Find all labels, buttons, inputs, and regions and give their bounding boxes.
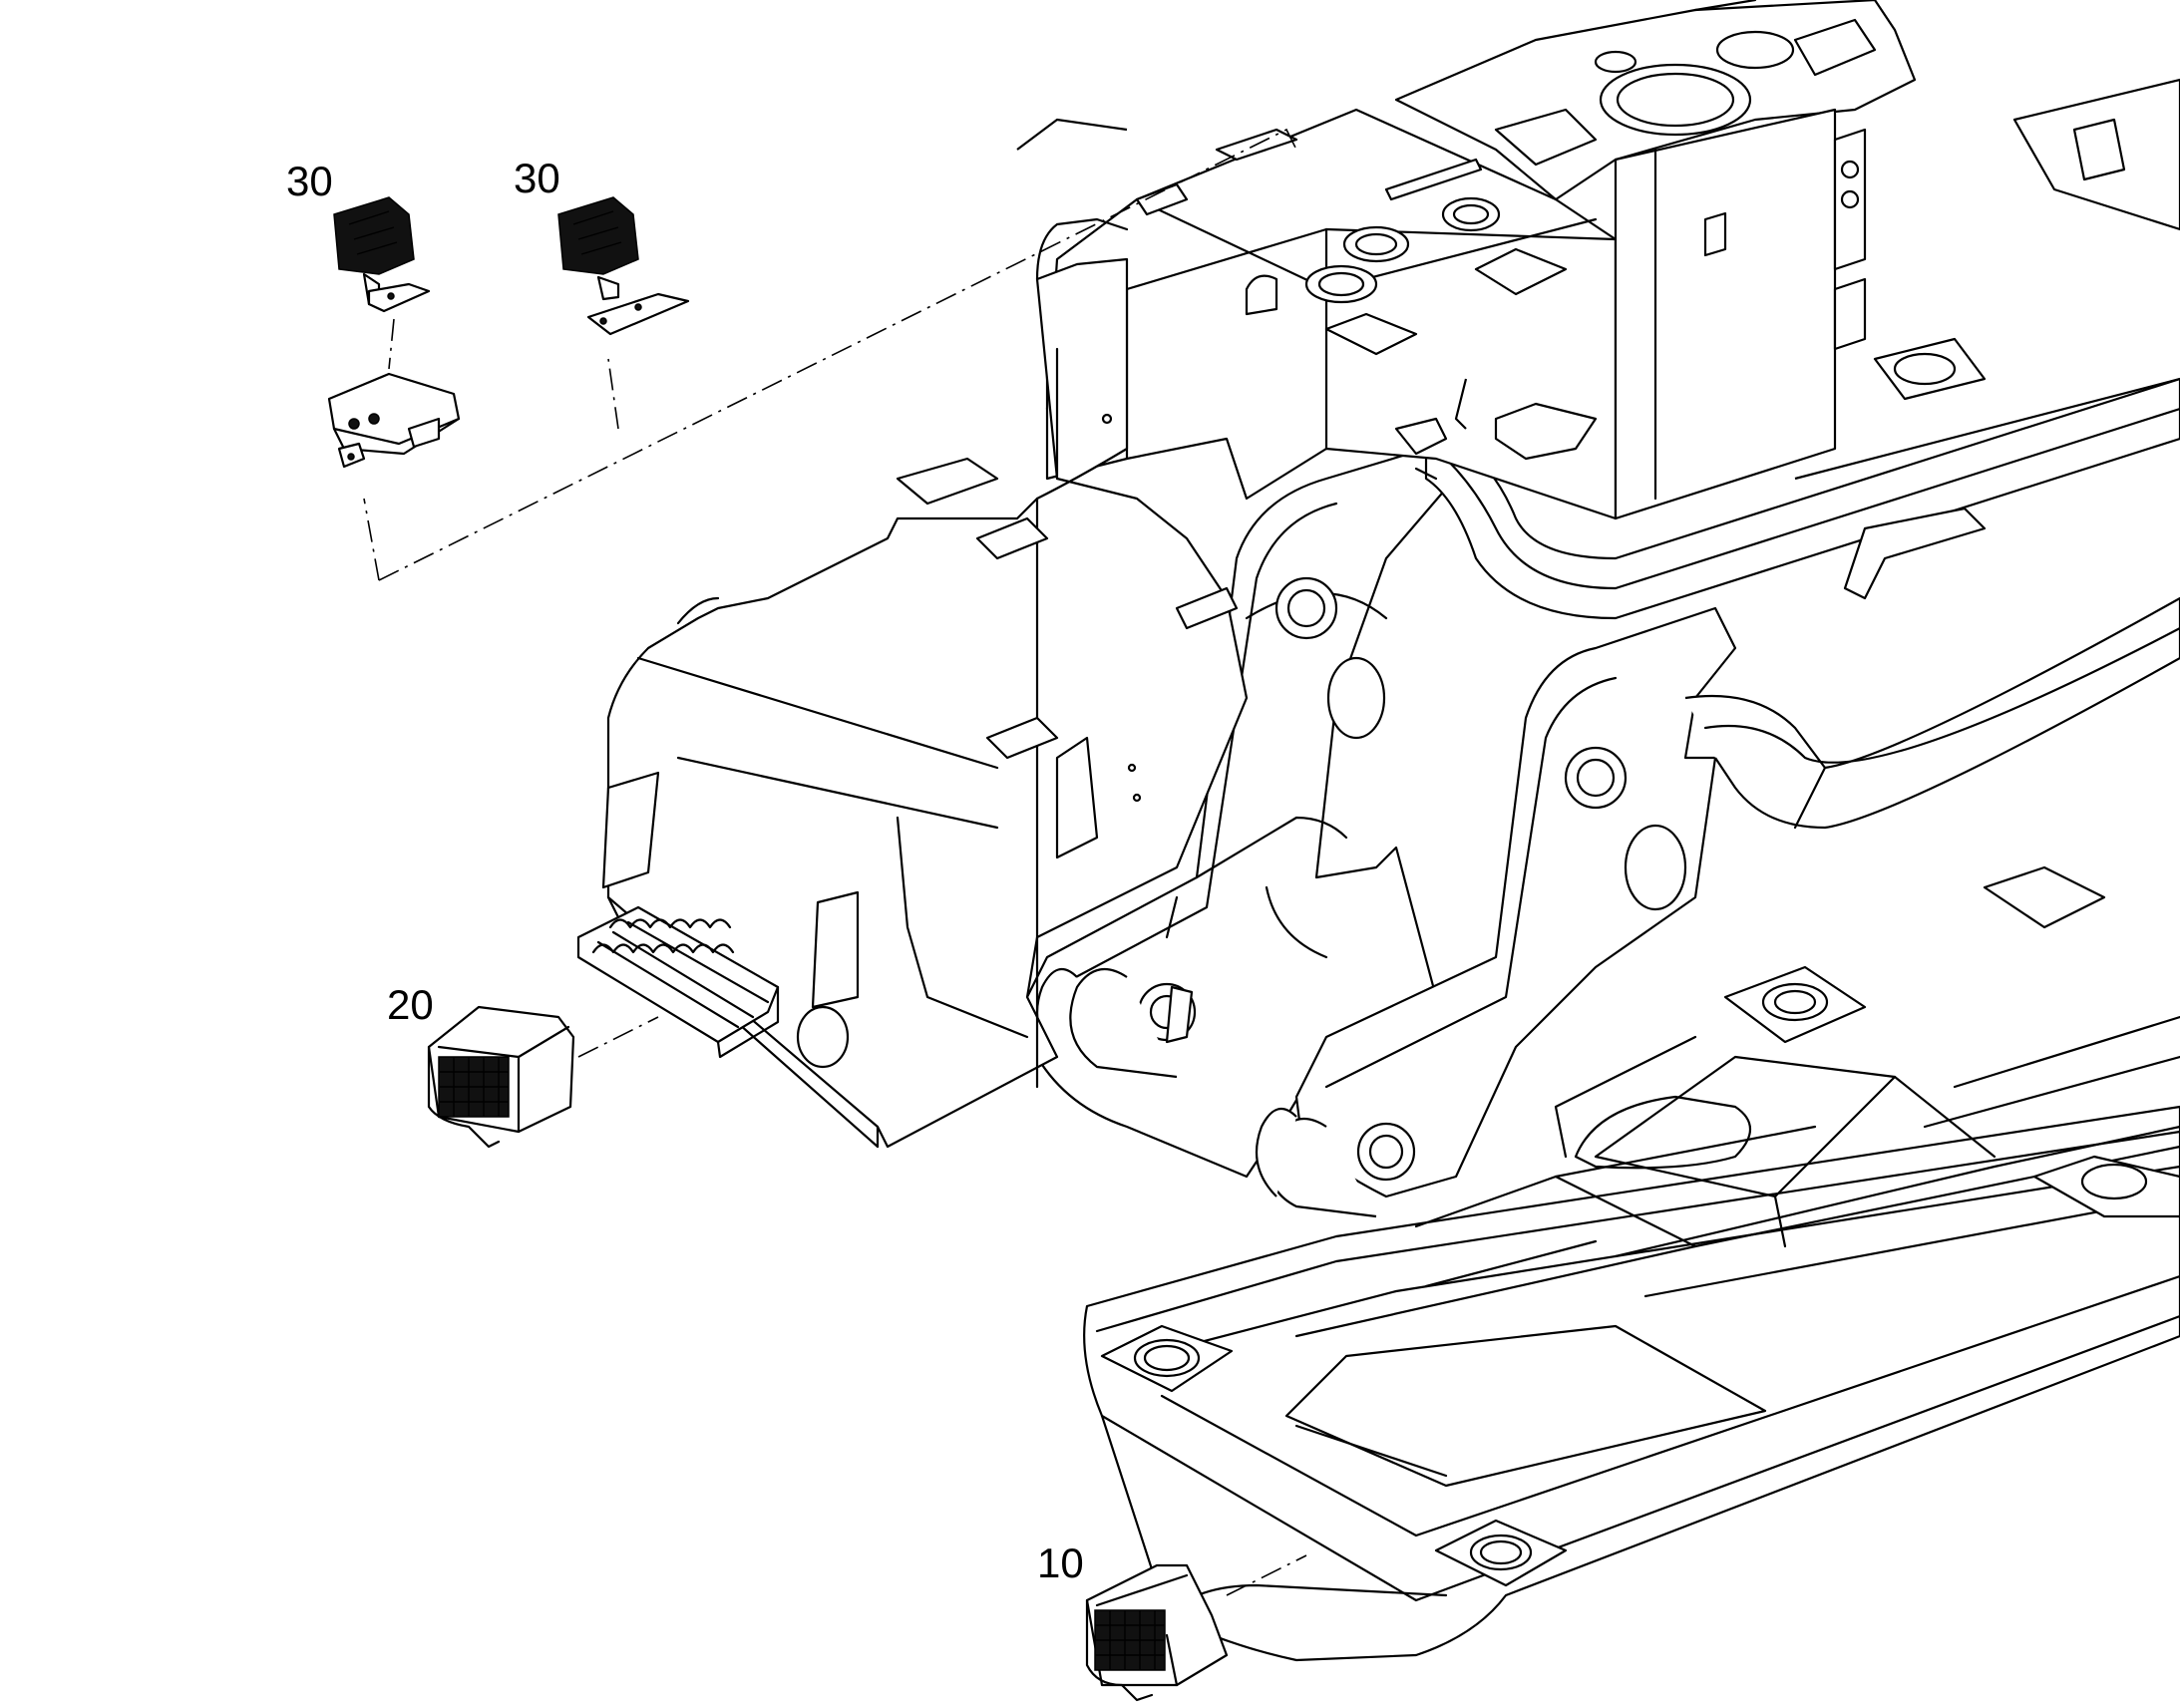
side-beam	[1414, 377, 2180, 830]
work-light-icon	[327, 196, 690, 469]
callout-30-right: 30	[514, 155, 560, 201]
step-icon	[427, 1005, 575, 1149]
grid-icon-2	[1094, 1609, 1166, 1671]
grid-icon	[438, 1056, 510, 1118]
turntable-plate	[1394, 0, 2180, 520]
chassis-frame	[1083, 865, 2180, 1662]
step-plate	[576, 905, 780, 1059]
callout-20: 20	[387, 981, 434, 1028]
left-tank	[601, 118, 1249, 1149]
leader-lines	[363, 128, 1307, 1596]
boom-mount	[1025, 447, 1737, 1218]
callout-10: 10	[1037, 1539, 1084, 1586]
callout-30-left: 30	[286, 158, 333, 204]
step-icon-2	[1085, 1563, 1229, 1702]
